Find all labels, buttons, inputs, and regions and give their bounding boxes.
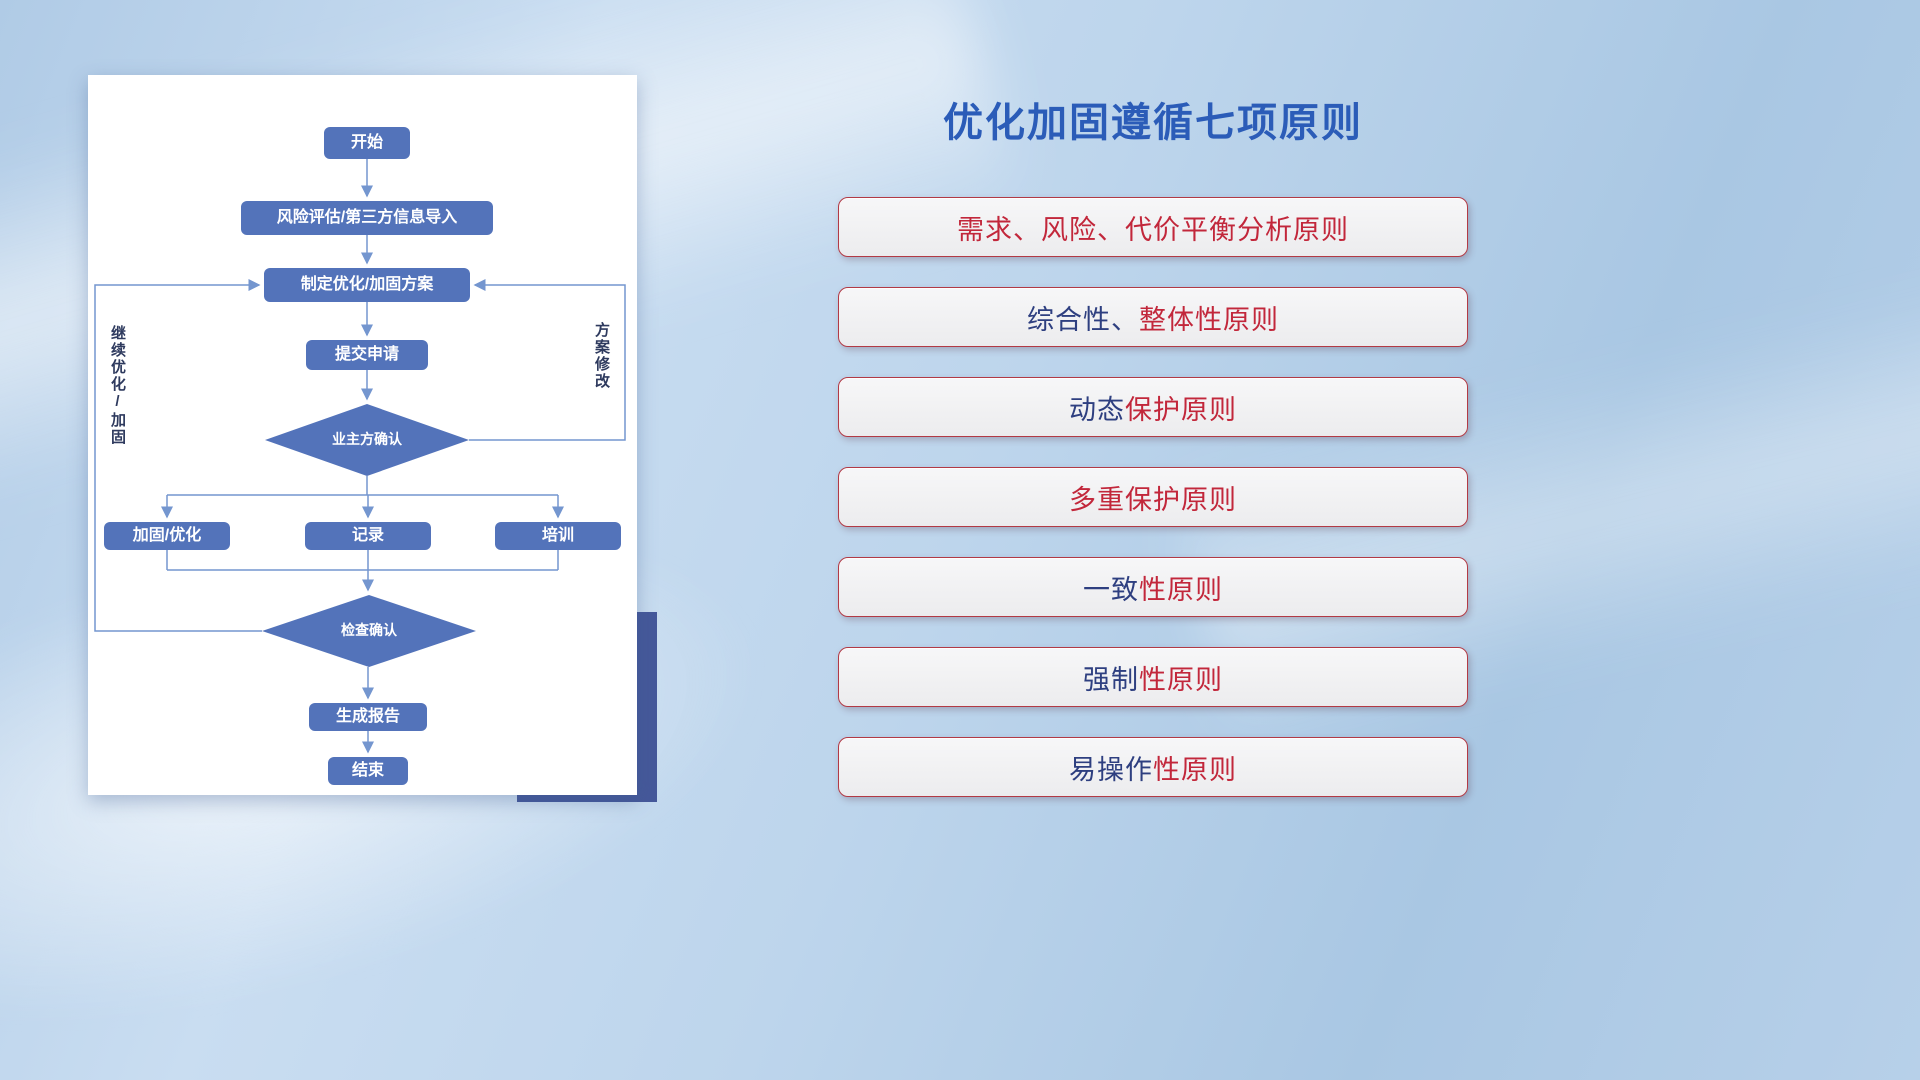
flow-node-record: 记录 [305, 522, 431, 550]
flow-node-training: 培训 [495, 522, 621, 550]
principle-box: 综合性、整体性原则 [838, 287, 1468, 347]
principle-text-segment: 整体性原则 [1139, 304, 1279, 335]
principles-list: 需求、风险、代价平衡分析原则综合性、整体性原则动态保护原则多重保护原则一致性原则… [838, 197, 1468, 797]
flow-node-risk-import: 风险评估/第三方信息导入 [241, 201, 493, 235]
principle-text-segment: 多重保护原则 [1069, 484, 1237, 515]
flow-node-make-plan: 制定优化/加固方案 [264, 268, 470, 302]
principle-box: 需求、风险、代价平衡分析原则 [838, 197, 1468, 257]
loop-label-plan-modify: 方案修改 [593, 322, 610, 390]
principle-text-segment: 一致 [1083, 574, 1139, 605]
principles-panel: 优化加固遵循七项原则 需求、风险、代价平衡分析原则综合性、整体性原则动态保护原则… [838, 0, 1468, 1080]
principle-box: 多重保护原则 [838, 467, 1468, 527]
principle-text-segment: 强制 [1083, 664, 1139, 695]
principle-box: 强制性原则 [838, 647, 1468, 707]
principle-text-segment: 性原则 [1153, 754, 1237, 785]
page-title: 优化加固遵循七项原则 [943, 101, 1363, 145]
loop-label-continue: 继续优化/加固 [109, 325, 126, 446]
flow-node-start: 开始 [324, 127, 410, 159]
principle-text-segment: 综合性、 [1027, 304, 1139, 335]
principle-box: 一致性原则 [838, 557, 1468, 617]
flowchart-card: 开始 风险评估/第三方信息导入 制定优化/加固方案 提交申请 业主方确认 加固/… [88, 75, 637, 795]
principle-text-segment: 保护原则 [1125, 394, 1237, 425]
principle-text-segment: 需求、风险、代价平衡分析原则 [957, 214, 1349, 245]
principle-text-segment: 易操作 [1069, 754, 1153, 785]
principle-text-segment: 动态 [1069, 394, 1125, 425]
principle-text-segment: 性原则 [1139, 574, 1223, 605]
principle-text-segment: 性原则 [1139, 664, 1223, 695]
flow-node-reinforce: 加固/优化 [104, 522, 230, 550]
flow-node-submit: 提交申请 [306, 340, 428, 370]
principle-box: 易操作性原则 [838, 737, 1468, 797]
principle-box: 动态保护原则 [838, 377, 1468, 437]
flow-node-report: 生成报告 [309, 703, 427, 731]
flow-node-end: 结束 [328, 757, 408, 785]
